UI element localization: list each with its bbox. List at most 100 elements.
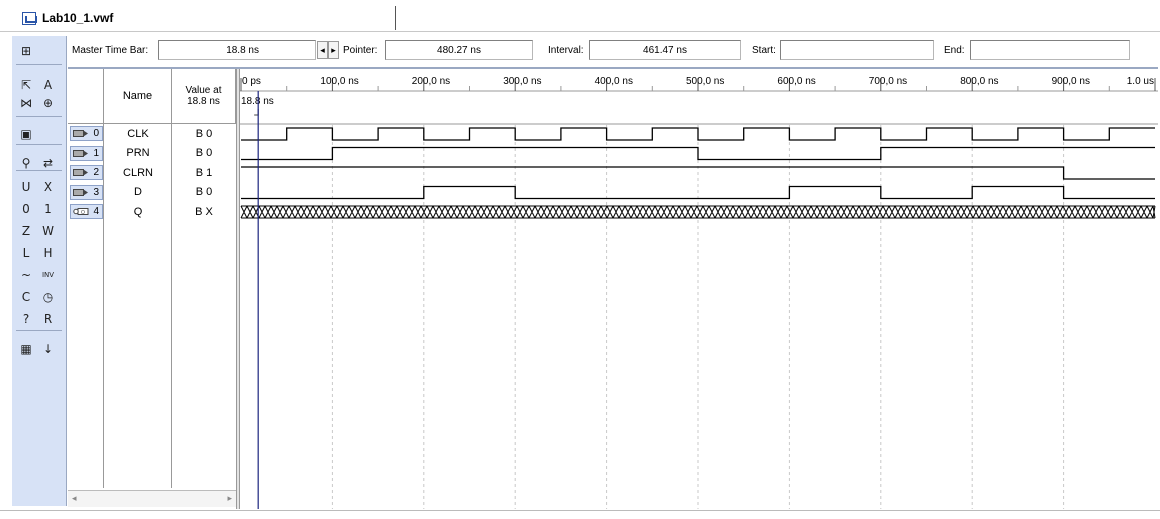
weak-low-icon[interactable]: L — [22, 246, 30, 260]
waveform-clrn — [241, 166, 1155, 180]
clock-value-icon[interactable]: ◷ — [42, 290, 54, 304]
zoom-tool-icon[interactable]: ⊕ — [42, 96, 54, 110]
waveform-d — [241, 185, 1155, 200]
signal-name[interactable]: CLK — [127, 127, 149, 140]
signal-index-number: 4 — [93, 206, 99, 217]
input-pin-icon — [73, 188, 88, 196]
time-bar: Master Time Bar: 18.8 ns ◂ ▸ Pointer: 48… — [68, 36, 1158, 66]
input-pin-icon — [73, 130, 88, 137]
horizontal-scrollbar[interactable]: ◂ ▸ — [68, 490, 236, 507]
start-label: Start: — [752, 45, 776, 56]
signal-name[interactable]: Q — [133, 205, 143, 218]
signal-index-number: 3 — [93, 186, 99, 198]
time-tick-label: 0 ps — [242, 76, 261, 87]
replace-icon[interactable]: ⇄ — [42, 156, 54, 170]
toolbar-separator — [16, 170, 62, 171]
end-field — [970, 40, 1130, 60]
time-tick-label: 400,0 ns — [595, 76, 633, 87]
master-time-bar-label: 18.8 ns — [241, 96, 274, 107]
pane-splitter[interactable] — [236, 69, 240, 509]
signal-name[interactable]: PRN — [126, 147, 150, 159]
cursor-handle-icon — [254, 109, 259, 116]
invert-label-icon[interactable]: INV — [41, 271, 55, 279]
value-header-line1: Value at — [185, 85, 222, 96]
time-tick-label: 800,0 ns — [960, 76, 998, 87]
master-time-bar-label: Master Time Bar: — [72, 45, 149, 56]
waveform-editor-icon[interactable]: ⊞ — [20, 44, 32, 58]
input-pin-icon — [73, 149, 88, 157]
sort-icon[interactable]: ↓ — [42, 342, 54, 356]
scroll-left-icon[interactable]: ◂ — [72, 493, 77, 503]
time-tick-label: 300,0 ns — [503, 76, 541, 87]
signal-name[interactable]: D — [134, 186, 142, 198]
forcing-low-icon[interactable]: 0 — [22, 202, 30, 216]
time-tick-label: 500,0 ns — [686, 76, 724, 87]
time-tick-label: 900,0 ns — [1052, 76, 1090, 87]
invert-icon[interactable]: ~ — [20, 268, 32, 282]
forcing-high-icon[interactable]: 1 — [44, 202, 52, 216]
waveform-prn — [241, 146, 1155, 161]
signal-index-number: 0 — [93, 128, 99, 139]
start-field — [780, 40, 934, 60]
pointer-field: 480.27 ns — [385, 40, 533, 60]
master-time-bar-field[interactable]: 18.8 ns — [158, 40, 316, 60]
weak-high-icon[interactable]: H — [43, 246, 53, 260]
waveform-grid: Name Value at 18.8 ns 0 CLK B 0 1 PRN B 0 2 CLR… — [68, 67, 1158, 509]
count-value-icon[interactable]: C — [21, 290, 31, 304]
value-column-header[interactable]: Value at 18.8 ns — [172, 69, 236, 124]
document-tab-title: Lab10_1.vwf — [42, 11, 114, 25]
scroll-right-icon[interactable]: ▸ — [227, 493, 232, 503]
full-screen-icon[interactable]: ▣ — [20, 127, 32, 141]
output-pin-icon: O — [73, 208, 89, 215]
high-impedance-icon[interactable]: Z — [21, 224, 31, 238]
weak-unknown-icon[interactable]: W — [42, 224, 54, 238]
signal-index-number: 2 — [93, 167, 99, 178]
index-column-header — [68, 69, 104, 124]
find-icon[interactable]: ⚲ — [21, 156, 31, 170]
signal-index[interactable]: 3 — [70, 184, 103, 200]
next-transition-icon[interactable]: ▸ — [328, 41, 339, 59]
signal-index[interactable]: 1 — [70, 145, 103, 161]
document-tab[interactable]: Lab10_1.vwf — [14, 6, 396, 30]
svg-text:O: O — [81, 210, 85, 215]
signal-value: B 1 — [195, 166, 213, 179]
waveform-editing-tool-icon[interactable]: ⋈ — [20, 96, 32, 110]
time-tick-label: 1.0 us — [1127, 76, 1154, 87]
signal-index[interactable]: 0 — [70, 126, 103, 141]
random-value-icon[interactable]: R — [43, 312, 53, 326]
signal-row-clk[interactable]: 0 CLK B 0 — [68, 124, 236, 143]
name-column — [104, 124, 172, 488]
signal-value: B X — [195, 205, 213, 218]
signal-index[interactable]: 2 — [70, 165, 103, 180]
arbitrary-value-icon[interactable]: ? — [22, 312, 30, 326]
text-tool-icon[interactable]: A — [43, 78, 53, 92]
dont-care-icon[interactable]: X — [43, 180, 53, 194]
previous-transition-icon[interactable]: ◂ — [317, 41, 328, 59]
time-bar-navigator[interactable]: ◂ ▸ — [317, 41, 339, 59]
uninitialized-icon[interactable]: U — [21, 180, 31, 194]
divider — [0, 31, 1160, 32]
snap-to-grid-icon[interactable]: ▦ — [20, 342, 32, 356]
signal-value: B 0 — [195, 147, 213, 159]
selection-tool-icon[interactable]: ⇱ — [20, 78, 32, 92]
time-tick-label: 100,0 ns — [320, 76, 358, 87]
divider — [0, 510, 1160, 511]
document-tab-bar: Lab10_1.vwf — [0, 0, 1160, 34]
value-header-line2: 18.8 ns — [187, 96, 220, 107]
waveform-clk — [241, 127, 1155, 141]
signal-row-clrn[interactable]: 2 CLRN B 1 — [68, 163, 236, 182]
signal-index-number: 1 — [93, 147, 99, 159]
signal-value: B 0 — [195, 127, 213, 140]
signal-name[interactable]: CLRN — [123, 166, 153, 179]
signal-row-prn[interactable]: 1 PRN B 0 — [68, 144, 236, 163]
toolbar-separator — [16, 64, 62, 65]
input-pin-icon — [73, 169, 88, 176]
toolbar-separator — [16, 144, 62, 145]
name-column-header[interactable]: Name — [104, 69, 172, 124]
